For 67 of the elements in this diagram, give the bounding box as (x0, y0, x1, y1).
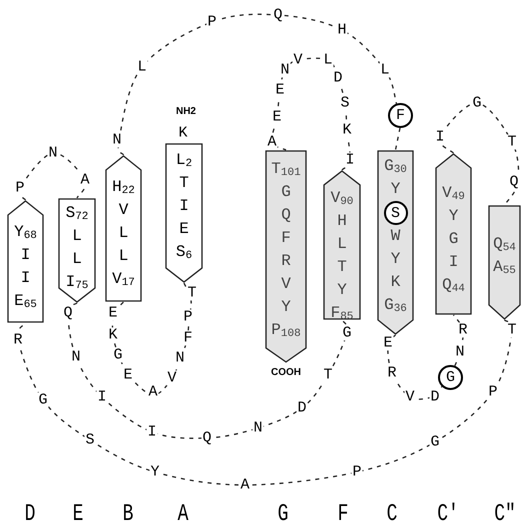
residue-letter: I (434, 130, 446, 144)
residue-letter: P (14, 180, 26, 196)
residue-sequence: W Y K G$_{36}$ (384, 226, 407, 317)
loop-line (67, 302, 348, 439)
residue-sequence: Q$_{54}$ A$_{55}$ (493, 234, 516, 279)
residue-letter: E (274, 82, 286, 98)
residue-letter: Q (202, 430, 212, 446)
residue-letter: N (112, 132, 122, 148)
residue-letter: A (80, 172, 90, 188)
residue-letter: T (506, 322, 518, 338)
residue-letter: Q (508, 174, 520, 190)
residue-letter: E (122, 368, 134, 382)
residue-letter: E (108, 306, 118, 320)
residue-letter: R (12, 332, 24, 348)
residue-letter: N (174, 350, 186, 366)
residue-letter: T (506, 134, 518, 150)
residue-letter: D (296, 400, 308, 416)
beta-strand (323, 170, 361, 320)
residue-letter: K (342, 122, 352, 138)
beta-strand (488, 205, 521, 320)
beta-strand (165, 143, 203, 283)
residue-letter: A (266, 134, 278, 150)
circled-residue: G (438, 365, 463, 390)
residue-letter: E (382, 336, 394, 350)
residue-letter: Q (62, 306, 74, 320)
residue-letter: G (38, 392, 48, 408)
residue-letter: N (70, 350, 82, 364)
residue-letter: P (182, 310, 194, 324)
residue-letter: E (272, 110, 282, 124)
terminus-label: NH2 (175, 107, 197, 117)
residue-sequence: V$_{49}$ Y G I Q$_{44}$ (442, 182, 465, 296)
residue-letter: L (380, 62, 390, 78)
residue-letter: I (344, 152, 356, 168)
residue-sequence: S$_{72}$ L L I$_{75}$ (66, 203, 88, 294)
terminus-label: COOH (270, 368, 302, 378)
residue-letter: V (166, 370, 178, 386)
residue-letter: R (458, 322, 468, 338)
residue-letter: S (340, 96, 350, 110)
residue-sequence: G$_{30}$ Y (384, 156, 407, 200)
residue-letter: N (454, 344, 466, 360)
beta-strand (265, 150, 307, 363)
residue-letter: F (182, 330, 194, 346)
beta-strand (58, 198, 96, 303)
loop-line (387, 334, 442, 400)
residue-letter: N (280, 62, 290, 78)
residue-sequence: L$_{2}$ T I E S$_{6}$ (176, 150, 192, 264)
circled-residue: F (388, 103, 413, 128)
residue-letter: L (322, 52, 334, 68)
loop-line (118, 14, 398, 156)
residue-letter: T (186, 286, 198, 300)
residue-letter: T (322, 368, 334, 382)
beta-strand (7, 200, 44, 323)
beta-strand (377, 150, 414, 335)
loop-line (452, 314, 464, 366)
residue-sequence: T$_{101}$ G Q F R V Y P$_{108}$ (271, 159, 301, 342)
residue-sequence: H$_{22}$ V L L V$_{17}$ (112, 177, 135, 291)
residue-letter: G (112, 348, 124, 362)
residue-letter: G (342, 326, 352, 340)
residue-letter: D (332, 70, 344, 86)
residue-letter: Q (272, 8, 284, 22)
residue-letter: P (488, 384, 498, 400)
residue-letter: R (386, 366, 398, 380)
beta-strand (105, 155, 142, 302)
loop-line (16, 319, 513, 486)
beta-strand (435, 153, 472, 315)
residue-sequence: Y$_{68}$ I I E$_{65}$ (14, 222, 37, 312)
loop-line (394, 128, 401, 150)
